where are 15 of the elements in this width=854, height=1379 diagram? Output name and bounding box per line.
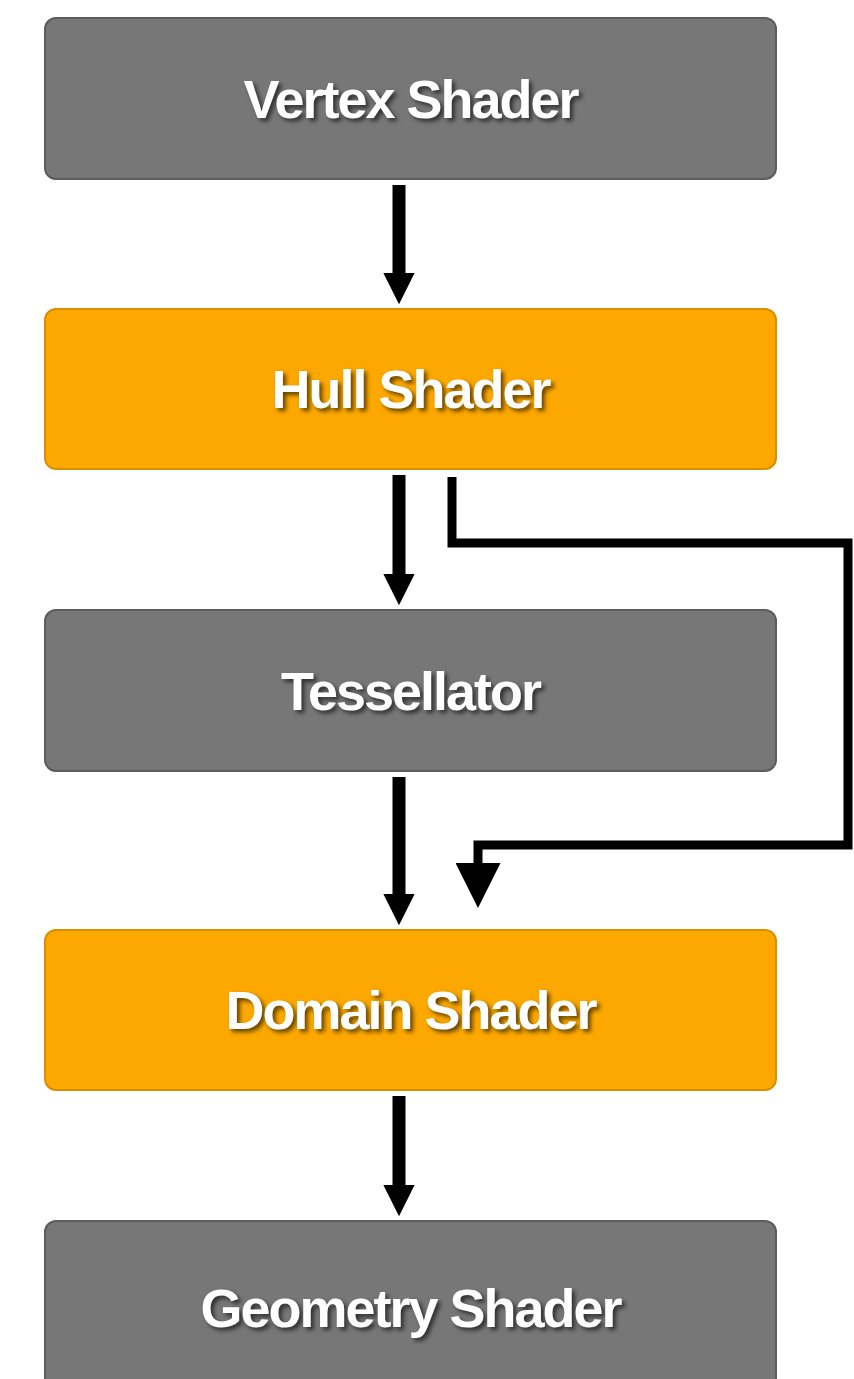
stage-label: Vertex Shader: [243, 67, 578, 130]
stage-label: Tessellator: [280, 659, 541, 722]
stage-label: Domain Shader: [225, 979, 596, 1041]
stage-label: Hull Shader: [271, 358, 550, 420]
fixed-stage-box: [44, 1220, 777, 1379]
arrow: [383, 1096, 415, 1217]
fixed-stage-box: [44, 17, 777, 180]
stage-label: Geometry Shader: [200, 1276, 621, 1339]
arrow: [383, 475, 415, 606]
arrow: [383, 777, 415, 926]
fixed-stage-box: [44, 609, 777, 772]
arrow: [383, 185, 415, 305]
programmable-stage-box: [44, 308, 777, 470]
programmable-stage-box: [44, 929, 777, 1091]
arrow: [447, 477, 853, 908]
